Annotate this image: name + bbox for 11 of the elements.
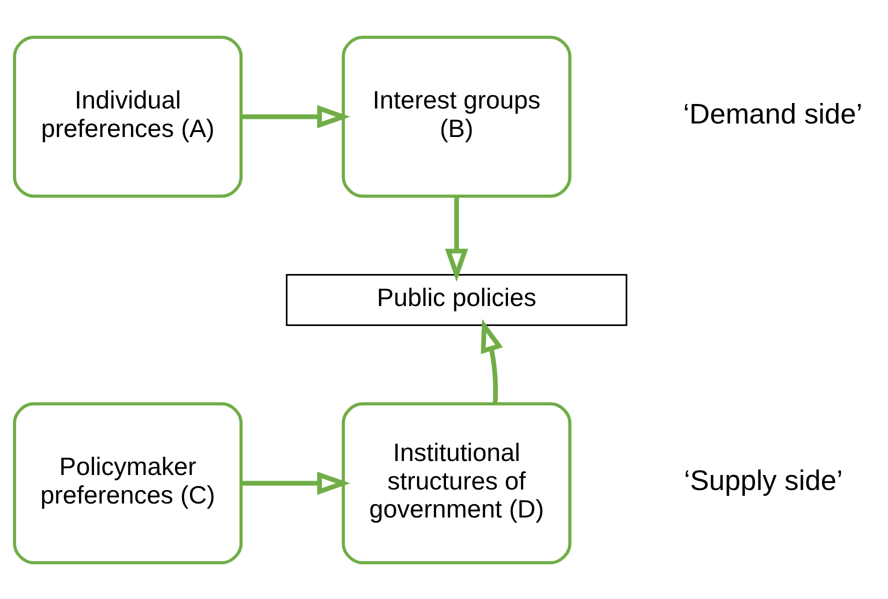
node-box: Public policies [286, 274, 628, 326]
node-box: Institutional structures of government (D) [342, 402, 572, 564]
node-box: Individual preferences (A) [12, 35, 243, 198]
node-box: Interest groups (B) [342, 35, 572, 198]
arrow [241, 471, 350, 494]
node-box: Policymaker preferences (C) [12, 402, 243, 564]
arrow [445, 196, 468, 282]
arrow [480, 318, 503, 404]
label: ‘Supply side’ [684, 464, 843, 496]
arrow [241, 104, 350, 128]
label: ‘Demand side’ [683, 97, 862, 130]
